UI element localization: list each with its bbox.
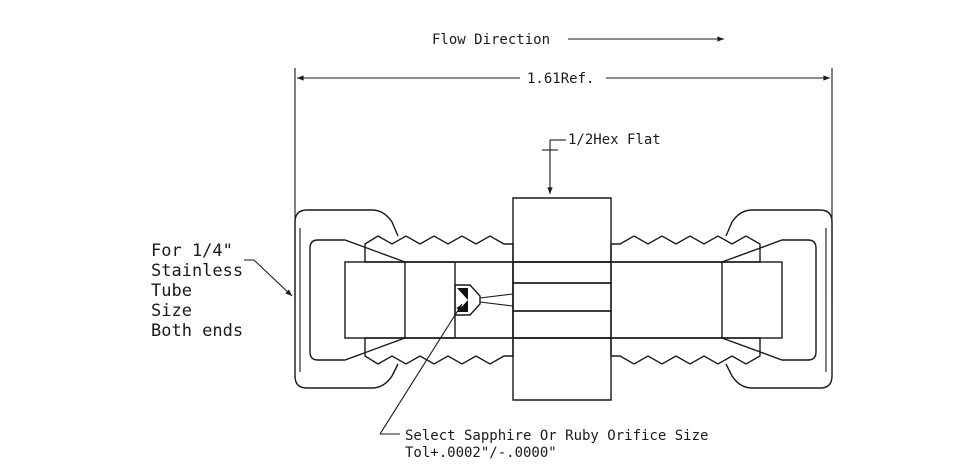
hex-flat-label: 1/2Hex Flat <box>568 132 661 148</box>
tube-size-line-2: Stainless <box>151 261 243 281</box>
hex-flat-dimension: 1/2Hex Flat <box>542 132 661 194</box>
overall-length-dimension: 1.61Ref. <box>294 68 833 300</box>
left-thread-section <box>364 235 514 365</box>
orifice-tolerance-label: Tol+.0002"/-.0000" <box>405 445 557 461</box>
right-nut <box>725 209 833 389</box>
flow-direction-label: Flow Direction <box>432 32 550 48</box>
tube-size-callout: For 1/4" Stainless Tube Size Both ends <box>151 241 293 341</box>
hex-body <box>512 197 612 401</box>
flow-direction-annotation: Flow Direction <box>432 32 724 48</box>
right-tube-ferrule <box>611 239 817 361</box>
tube-size-line-1: For 1/4" <box>151 241 233 261</box>
orifice-insert <box>454 261 514 339</box>
orifice-callout: Select Sapphire Or Ruby Orifice Size Tol… <box>379 303 708 461</box>
overall-length-label: 1.61Ref. <box>527 71 594 87</box>
tube-size-line-4: Size <box>151 301 192 321</box>
right-thread-section <box>610 235 761 365</box>
tube-size-line-5: Both ends <box>151 321 243 341</box>
left-nut <box>294 209 399 389</box>
tube-size-line-3: Tube <box>151 281 192 301</box>
orifice-size-label: Select Sapphire Or Ruby Orifice Size <box>405 428 708 444</box>
left-tube-ferrule <box>309 239 455 361</box>
